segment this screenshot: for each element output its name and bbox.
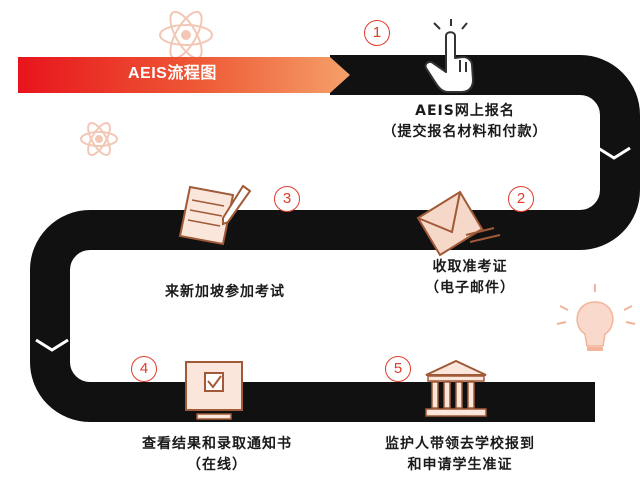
envelope-icon xyxy=(416,190,501,257)
step-4-title: 查看结果和录取通知书 xyxy=(142,436,292,452)
step-1-label: AEIS网上报名 （提交报名材料和付款） xyxy=(340,101,590,143)
road-marker xyxy=(597,146,631,160)
hand-pointer-icon xyxy=(424,19,474,93)
banner-arrow xyxy=(18,57,350,93)
lightbulb-icon xyxy=(556,284,636,351)
road-marker xyxy=(35,338,69,352)
monitor-check-icon xyxy=(185,361,243,420)
step-5-note: 和申请学生准证 xyxy=(407,457,513,473)
atom-icon-small xyxy=(80,122,118,156)
step-1-note: （提交报名材料和付款） xyxy=(382,124,548,140)
atom-icon xyxy=(159,10,213,60)
step-4-label: 查看结果和录取通知书 （在线） xyxy=(112,434,322,476)
step-2-title: 收取准考证 xyxy=(432,259,508,275)
step-3-label: 来新加坡参加考试 xyxy=(140,282,310,303)
step-4-number: 4 xyxy=(131,356,157,382)
step-3-number: 3 xyxy=(274,186,300,212)
document-pen-icon xyxy=(178,184,252,246)
step-2-label: 收取准考证 （电子邮件） xyxy=(390,257,550,299)
step-5-label: 监护人带领去学校报到 和申请学生准证 xyxy=(355,434,565,476)
school-building-icon xyxy=(425,359,487,417)
step-4-note: （在线） xyxy=(187,457,247,473)
road-path xyxy=(30,55,640,422)
step-5-title: 监护人带领去学校报到 xyxy=(385,436,535,452)
step-2-note: （电子邮件） xyxy=(425,280,515,296)
step-5-number: 5 xyxy=(385,356,411,382)
step-1-title: AEIS网上报名 xyxy=(415,103,515,119)
step-3-title: 来新加坡参加考试 xyxy=(165,284,285,300)
step-1-number: 1 xyxy=(364,20,390,46)
step-2-number: 2 xyxy=(508,186,534,212)
flowchart-title: AEIS流程图 xyxy=(128,65,217,82)
